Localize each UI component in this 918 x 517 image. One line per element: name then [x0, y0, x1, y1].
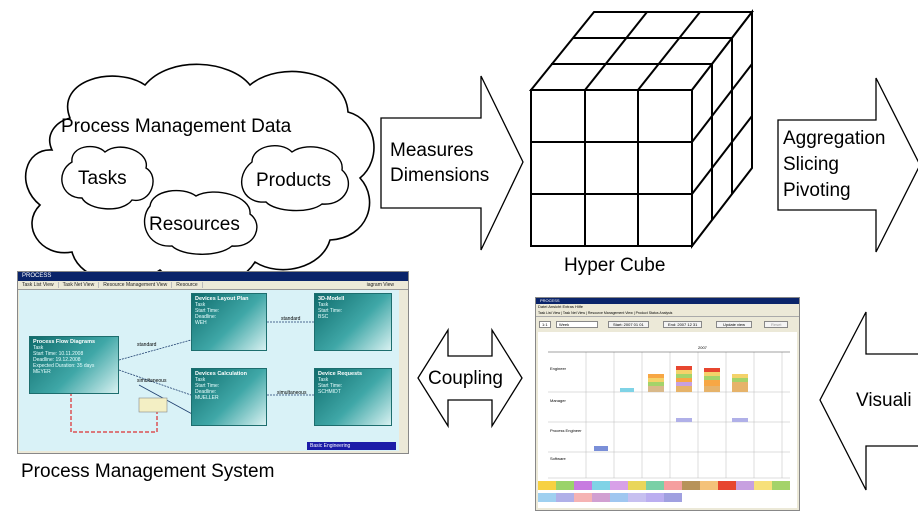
- products-label: Products: [256, 170, 331, 191]
- vis-menu-item[interactable]: Datei: [538, 304, 548, 309]
- tasks-label: Tasks: [78, 168, 127, 189]
- node-owner: MEYER: [33, 369, 51, 375]
- vis-tab[interactable]: Task Net View: [562, 311, 586, 315]
- edge-label: standard: [137, 342, 157, 348]
- pm-status-bar: Basic Engineering: [307, 442, 396, 450]
- node-title: Devices Calculation: [195, 371, 247, 377]
- pm-net-canvas: Process Flow Diagrams Task Start Time: 1…: [19, 290, 399, 451]
- pm-tab[interactable]: Task List View: [18, 282, 59, 288]
- node-line: Deadline:: [195, 389, 217, 395]
- edge-label: simultaneous: [137, 378, 167, 384]
- node-devices-layout[interactable]: Devices Layout Plan Task Start Time: Dea…: [191, 293, 267, 351]
- visualization-screenshot: PROCESS Datei Ansicht Extras Hilfe Task …: [535, 297, 800, 511]
- node-line: Task: [195, 302, 206, 308]
- measures-label: Measures: [390, 140, 474, 161]
- update-view-button[interactable]: Update view: [716, 321, 753, 328]
- vis-tab[interactable]: Task List View: [538, 311, 561, 315]
- node-line: Start Time:: [195, 383, 220, 389]
- reset-button[interactable]: Reset: [764, 321, 789, 328]
- node-line: Start Time:: [318, 383, 343, 389]
- vis-tab[interactable]: Resource Management View: [587, 311, 633, 315]
- vis-row-label: Engineer: [550, 366, 567, 371]
- pm-tab[interactable]: Resource Management View: [99, 282, 173, 288]
- cube-label: Hyper Cube: [564, 255, 666, 276]
- vis-year: 2007: [698, 345, 707, 350]
- vis-chart-area: 2007 Engineer Manager Process Engineer S…: [538, 332, 797, 508]
- dimensions-label: Dimensions: [390, 165, 490, 186]
- node-title: Device Requests: [318, 371, 363, 377]
- vis-menu-item[interactable]: Hilfe: [574, 304, 583, 309]
- pm-titlebar: PROCESS: [18, 272, 408, 281]
- node-line: Deadline: 19.12.2008: [33, 357, 81, 363]
- vis-legend: [538, 480, 797, 502]
- node-line: Task: [318, 377, 329, 383]
- vis-row-label: Process Engineer: [550, 428, 582, 433]
- resources-bubble: [143, 189, 258, 255]
- node-3d-modell[interactable]: 3D-Modell Task Start Time: BSC: [314, 293, 392, 351]
- node-owner: MUELLER: [195, 395, 219, 401]
- zoom-select[interactable]: 1:1: [539, 321, 551, 328]
- node-line: Start Time: 10.11.2008: [33, 351, 84, 357]
- node-owner: SCHMIDT: [318, 389, 341, 395]
- stacked-bars: [594, 366, 748, 451]
- measures-arrow: [380, 75, 524, 251]
- node-title: Process Flow Diagrams: [33, 339, 96, 345]
- node-process-flow[interactable]: Process Flow Diagrams Task Start Time: 1…: [29, 336, 119, 394]
- aggregation-label: Aggregation: [783, 128, 886, 149]
- vis-titlebar: PROCESS: [536, 298, 799, 304]
- node-line: Start Time:: [195, 308, 220, 314]
- node-line: Task: [33, 345, 44, 351]
- vis-row-label: Manager: [550, 398, 566, 403]
- vis-menu-item[interactable]: Extras: [562, 304, 574, 309]
- vis-tabs: Task List View | Task Net View | Resourc…: [536, 310, 799, 317]
- period-select[interactable]: Week: [556, 321, 598, 328]
- vis-menu: Datei Ansicht Extras Hilfe: [536, 304, 799, 310]
- pm-tab[interactable]: Task Net View: [58, 282, 100, 288]
- tasks-bubble: [61, 145, 154, 210]
- visualization-label: Visuali: [856, 390, 912, 411]
- node-title: 3D-Modell: [318, 296, 345, 302]
- pm-tab[interactable]: iagram View: [366, 282, 394, 288]
- node-line: Task: [318, 302, 329, 308]
- edge-label: standard: [281, 316, 301, 322]
- node-line: Expected Duration: 35 days: [33, 363, 95, 369]
- end-button[interactable]: End: 2007 12 31: [663, 321, 703, 328]
- node-title: Devices Layout Plan: [195, 296, 249, 302]
- pm-tab[interactable]: Resource: [172, 282, 203, 288]
- pivoting-label: Pivoting: [783, 180, 851, 201]
- pms-caption: Process Management System: [21, 461, 275, 482]
- node-owner: BSC: [318, 314, 329, 320]
- data-cloud: [24, 63, 375, 288]
- node-device-requests[interactable]: Device Requests Task Start Time: SCHMIDT: [314, 368, 392, 426]
- vis-tab[interactable]: Product Status Analysis: [635, 311, 673, 315]
- visualization-arrow: [819, 311, 918, 491]
- pm-edges: [70, 321, 314, 433]
- node-owner: WEH: [195, 320, 207, 326]
- vis-menu-item[interactable]: Ansicht: [548, 304, 562, 309]
- resources-label: Resources: [149, 214, 240, 235]
- start-button[interactable]: Start: 2007 01 01: [608, 321, 649, 328]
- node-line: Deadline:: [195, 314, 217, 320]
- products-bubble: [241, 144, 350, 212]
- node-line: Task: [195, 377, 206, 383]
- slicing-label: Slicing: [783, 154, 839, 175]
- edge-label: simultaneous: [277, 390, 307, 396]
- coupling-label: Coupling: [428, 368, 503, 389]
- node-devices-calculation[interactable]: Devices Calculation Task Start Time: Dea…: [191, 368, 267, 426]
- vis-chart: [538, 332, 797, 508]
- node-line: Start Time:: [318, 308, 343, 314]
- vis-row-label: Software: [550, 456, 566, 461]
- vis-toolbar: 1:1 Week Start: 2007 01 01 End: 2007 12 …: [538, 320, 797, 329]
- aggregation-arrow: [777, 77, 918, 253]
- cloud-title: Process Management Data: [61, 116, 292, 137]
- coupling-arrow: [417, 327, 523, 429]
- hyper-cube: [528, 9, 755, 249]
